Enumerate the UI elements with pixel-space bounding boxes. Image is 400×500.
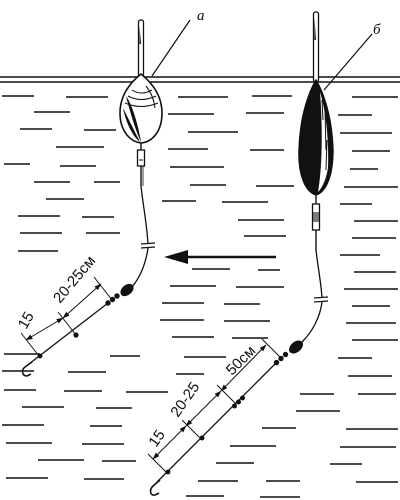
- float-a-keel-tube: [136, 149, 146, 167]
- rig-a-sinker: [120, 283, 134, 297]
- float-b-body: [298, 78, 334, 196]
- rig-b-dim-sinker-label: 50см: [223, 342, 259, 378]
- water-dashes: [2, 95, 398, 498]
- rig-b-dim-line-sinker: [220, 344, 267, 392]
- rig-a-dimensions: 15 20-25см: [15, 253, 113, 357]
- rig-b-leader: [156, 362, 277, 483]
- rig-b-main-line: [315, 249, 323, 299]
- float-a-pointer-line: [151, 19, 191, 77]
- rig-a-shot: [37, 353, 43, 359]
- float-a-antenna: [137, 19, 145, 79]
- direction-arrow-head: [164, 250, 188, 264]
- rig-b-dim-line-shot: [185, 390, 222, 427]
- float-b-pointer-line: [323, 33, 373, 91]
- rig-b-shot: [165, 469, 171, 475]
- rig-a-dim-hook-label: 15: [15, 309, 38, 332]
- float-a: [119, 19, 163, 186]
- rig-b-shot: [282, 351, 289, 358]
- water: [0, 76, 400, 498]
- rig-b-dimensions: 15 20-25 50см: [145, 338, 282, 474]
- float-b: [298, 11, 334, 250]
- rig-a-main-line: [140, 185, 149, 245]
- rig-a-dim-line-hook: [25, 317, 64, 341]
- rig-b-dim-line-hook: [152, 425, 187, 460]
- rig-a-dim-shot-label: 20-25см: [50, 253, 99, 307]
- rig-b-dim-hook-label: 15: [145, 427, 168, 450]
- float-b-antenna: [312, 11, 320, 83]
- rig-b-sinker: [289, 340, 303, 354]
- float-b-label: б: [373, 22, 381, 38]
- direction-arrow: [164, 250, 276, 264]
- rig-b-shot: [232, 403, 237, 409]
- rig-a: [21, 185, 156, 377]
- rig-a-dim-line-shot: [62, 283, 102, 319]
- float-a-body: [119, 72, 163, 144]
- rig-a-hook: [21, 361, 33, 377]
- rig-b-shot: [236, 399, 241, 405]
- rig-b-shot: [240, 395, 245, 401]
- rig-b-hook: [149, 479, 161, 496]
- float-a-label: а: [197, 8, 205, 24]
- rig-a-shot: [114, 293, 120, 299]
